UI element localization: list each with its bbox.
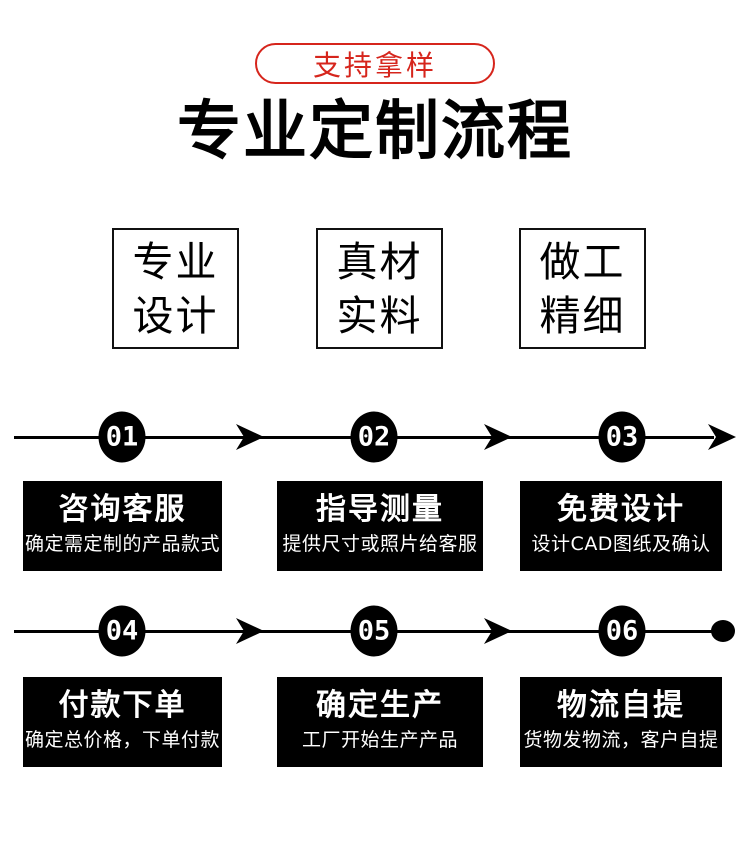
page-title: 专业定制流程 [177,95,573,169]
arrow-right-icon [236,618,264,644]
step-desc: 确定需定制的产品款式 [24,533,220,555]
arrow-right-icon [484,618,512,644]
arrow-right-icon [236,424,264,450]
arrow-right-icon [484,424,512,450]
feature-line: 真材 [336,237,423,286]
feature-line: 做工 [539,237,626,286]
step-title: 指导测量 [316,492,444,527]
flow-end-dot [711,620,735,642]
step-circle-04: 04 [98,605,146,657]
feature-box-material: 真材 实料 [316,228,443,349]
step-circle-01: 01 [98,411,146,463]
sample-support-label: 支持拿样 [312,48,437,82]
step-label-free-design: 免费设计 设计CAD图纸及确认 [520,481,722,571]
step-label-production: 确定生产 工厂开始生产产品 [277,677,483,767]
step-label-logistics: 物流自提 货物发物流，客户自提 [520,677,722,767]
step-circle-05: 05 [350,605,398,657]
step-circle-06: 06 [598,605,646,657]
feature-box-design: 专业 设计 [112,228,239,349]
sample-support-pill: 支持拿样 [255,43,495,84]
step-title: 物流自提 [557,688,685,723]
step-label-consult: 咨询客服 确定需定制的产品款式 [23,481,222,571]
step-title: 确定生产 [316,688,444,723]
step-circle-03: 03 [598,411,646,463]
step-title: 付款下单 [58,688,187,723]
step-number: 05 [357,615,391,647]
step-number: 03 [605,421,639,453]
step-number: 01 [105,421,139,453]
step-title: 咨询客服 [58,492,187,527]
feature-line: 专业 [132,237,219,286]
step-number: 04 [105,615,139,647]
feature-line: 设计 [132,291,219,340]
step-desc: 确定总价格，下单付款 [24,729,220,751]
step-circle-02: 02 [350,411,398,463]
arrow-right-icon [708,424,736,450]
step-desc: 工厂开始生产产品 [301,729,458,751]
step-number: 02 [357,421,391,453]
step-label-payment: 付款下单 确定总价格，下单付款 [23,677,222,767]
step-label-measure: 指导测量 提供尺寸或照片给客服 [277,481,483,571]
step-desc: 货物发物流，客户自提 [523,729,719,751]
step-desc: 设计CAD图纸及确认 [531,533,711,555]
step-title: 免费设计 [557,492,685,527]
feature-line: 实料 [336,291,423,340]
feature-box-workmanship: 做工 精细 [519,228,646,349]
step-number: 06 [605,615,639,647]
feature-line: 精细 [539,291,626,340]
step-desc: 提供尺寸或照片给客服 [282,533,478,555]
